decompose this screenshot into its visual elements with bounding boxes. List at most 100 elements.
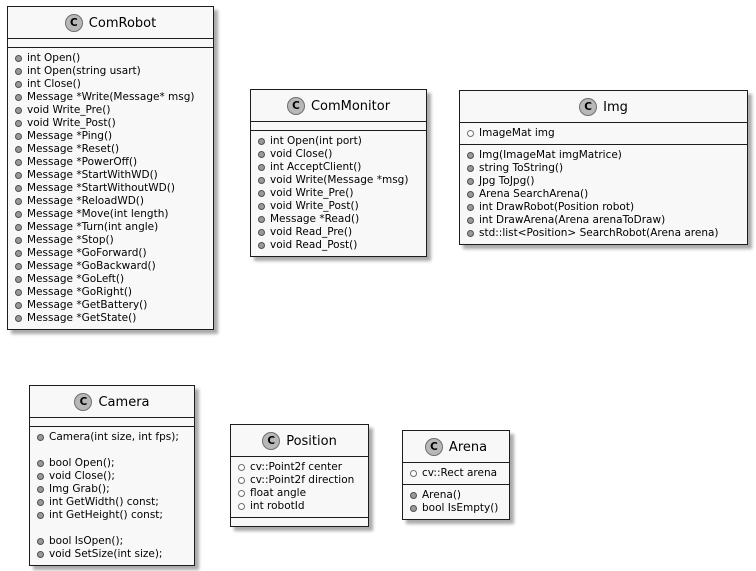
member-text: Message *ReloadWD() (27, 195, 144, 207)
member-text: Message *StartWithoutWD() (27, 182, 175, 194)
method-visibility-icon (258, 177, 265, 184)
method-row: void Write_Pre() (15, 104, 206, 117)
method-visibility-icon (467, 230, 474, 237)
class-camera: C Camera Camera(int size, int fps); bool … (29, 385, 195, 566)
method-row: Message *GoRight() (15, 286, 206, 299)
class-name: Camera (98, 394, 150, 410)
member-text: Message *StartWithWD() (27, 169, 158, 181)
class-title: C Arena (403, 431, 509, 462)
member-text: string ToString() (479, 162, 564, 174)
method-visibility-icon (467, 217, 474, 224)
field-row: cv::Rect arena (410, 467, 502, 480)
method-row: void Write(Message *msg) (258, 174, 419, 187)
member-text: void Write_Pre() (270, 187, 354, 199)
member-text: int robotId (250, 500, 305, 512)
class-stereotype-icon: C (579, 98, 598, 116)
member-text: bool IsOpen(); (49, 535, 124, 547)
method-visibility-icon (258, 190, 265, 197)
method-row: Message *Write(Message* msg) (15, 91, 206, 104)
class-title: C ComRobot (8, 7, 213, 38)
member-text: int AcceptClient() (270, 161, 362, 173)
class-title: C ComMonitor (251, 90, 426, 121)
fields-compartment (8, 38, 213, 47)
method-row: void Write_Pre() (258, 187, 419, 200)
methods-compartment: Arena()bool IsEmpty() (403, 484, 509, 519)
blank-row (37, 522, 187, 535)
method-visibility-icon (258, 229, 265, 236)
method-visibility-icon (15, 68, 22, 75)
method-row: Message *Read() (258, 213, 419, 226)
method-row: int GetWidth() const; (37, 496, 187, 509)
method-row: Message *ReloadWD() (15, 195, 206, 208)
method-visibility-icon (15, 133, 22, 140)
member-text: int GetHeight() const; (49, 509, 163, 521)
method-visibility-icon (15, 107, 22, 114)
member-text: int DrawRobot(Position robot) (479, 201, 635, 213)
method-visibility-icon (15, 172, 22, 179)
method-row: Message *Move(int length) (15, 208, 206, 221)
method-row: int DrawRobot(Position robot) (467, 201, 740, 214)
member-text: void Write_Pre() (27, 104, 111, 116)
class-name: Arena (448, 439, 488, 455)
method-row: std::list<Position> SearchRobot(Arena ar… (467, 227, 740, 240)
method-row: int Open(int port) (258, 135, 419, 148)
member-text: Camera(int size, int fps); (49, 431, 179, 443)
field-row: cv::Point2f center (238, 461, 361, 474)
class-name: ComMonitor (310, 98, 391, 114)
method-row: Message *GoLeft() (15, 273, 206, 286)
method-visibility-icon (15, 185, 22, 192)
method-row: void Write_Post() (258, 200, 419, 213)
class-title: C Camera (30, 386, 194, 417)
method-visibility-icon (258, 138, 265, 145)
method-visibility-icon (258, 203, 265, 210)
member-text: void Close(); (49, 470, 115, 482)
method-row: Message *GetBattery() (15, 299, 206, 312)
member-text: Img(ImageMat imgMatrice) (479, 149, 622, 161)
methods-compartment: int Open()int Open(string usart)int Clos… (8, 47, 213, 329)
method-row: int Open() (15, 52, 206, 65)
method-row: Camera(int size, int fps); (37, 431, 187, 444)
method-visibility-icon (37, 512, 44, 519)
method-visibility-icon (15, 94, 22, 101)
method-visibility-icon (37, 486, 44, 493)
member-text: Img Grab(); (49, 483, 110, 495)
class-commonitor: C ComMonitor int Open(int port)void Clos… (250, 89, 427, 257)
method-row: Message *GoForward() (15, 247, 206, 260)
fields-compartment: ImageMat img (460, 122, 747, 144)
member-text: Message *Read() (270, 213, 360, 225)
method-visibility-icon (15, 250, 22, 257)
method-visibility-icon (37, 460, 44, 467)
method-row: Message *Stop() (15, 234, 206, 247)
method-row: Arena() (410, 489, 502, 502)
method-visibility-icon (15, 289, 22, 296)
method-visibility-icon (258, 242, 265, 249)
method-visibility-icon (258, 216, 265, 223)
method-visibility-icon (410, 492, 417, 499)
member-text: int GetWidth() const; (49, 496, 159, 508)
method-row: Arena SearchArena() (467, 188, 740, 201)
method-row: Message *Reset() (15, 143, 206, 156)
member-text: Message *GoLeft() (27, 273, 125, 285)
field-visibility-icon (467, 130, 474, 137)
member-text: Arena() (422, 489, 462, 501)
method-visibility-icon (15, 263, 22, 270)
member-text: void Write_Post() (270, 200, 359, 212)
member-text: std::list<Position> SearchRobot(Arena ar… (479, 227, 719, 239)
member-text: int DrawArena(Arena arenaToDraw) (479, 214, 666, 226)
method-row: Message *StartWithoutWD() (15, 182, 206, 195)
member-text: ImageMat img (479, 127, 555, 139)
method-visibility-icon (15, 81, 22, 88)
methods-compartment: Img(ImageMat imgMatrice)string ToString(… (460, 144, 747, 244)
method-row: Message *GetState() (15, 312, 206, 325)
methods-compartment: int Open(int port)void Close()int Accept… (251, 130, 426, 256)
fields-compartment (30, 417, 194, 426)
member-text: void Write(Message *msg) (270, 174, 409, 186)
method-visibility-icon (37, 551, 44, 558)
class-title: C Img (460, 91, 747, 122)
method-visibility-icon (467, 191, 474, 198)
member-text: int Close() (27, 78, 81, 90)
member-text: int Open(int port) (270, 135, 362, 147)
method-row: void Read_Post() (258, 239, 419, 252)
